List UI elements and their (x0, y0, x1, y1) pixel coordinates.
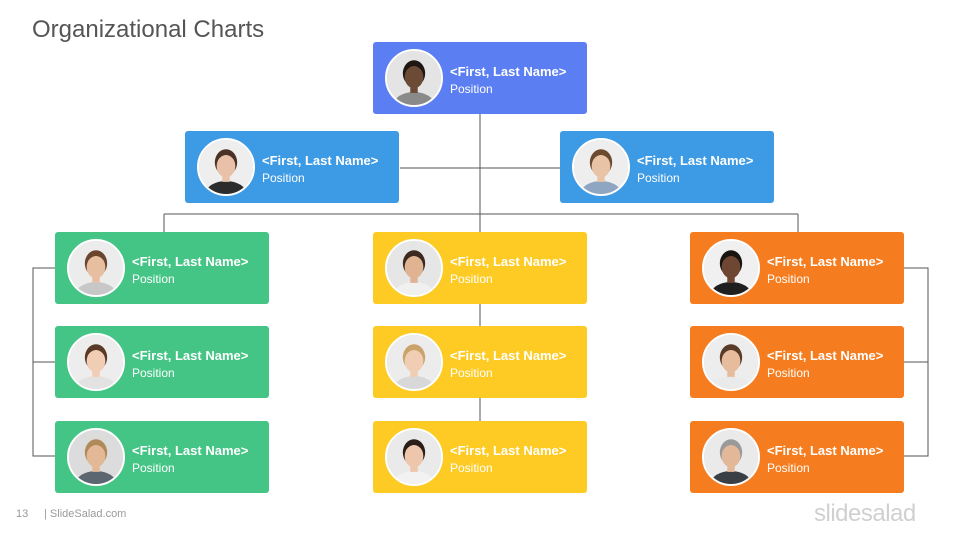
card-name: <First, Last Name> (450, 348, 567, 363)
card-position: Position (450, 272, 493, 286)
card-position: Position (767, 461, 810, 475)
person-icon (69, 241, 123, 295)
card-position: Position (637, 171, 680, 185)
org-card-yellow-1[interactable]: <First, Last Name> Position (373, 232, 587, 304)
card-name: <First, Last Name> (450, 64, 567, 79)
page-number: 13 (16, 508, 29, 520)
card-name: <First, Last Name> (637, 153, 754, 168)
person-icon (704, 430, 758, 484)
avatar-photo (67, 239, 125, 297)
person-icon (69, 335, 123, 389)
card-position: Position (132, 366, 175, 380)
card-position: Position (767, 272, 810, 286)
org-card-yellow-2[interactable]: <First, Last Name> Position (373, 326, 587, 398)
org-card-green-2[interactable]: <First, Last Name> Position (55, 326, 269, 398)
avatar-photo (385, 49, 443, 107)
person-icon (387, 430, 441, 484)
org-card-green-3[interactable]: <First, Last Name> Position (55, 421, 269, 493)
person-icon (704, 335, 758, 389)
person-icon (387, 241, 441, 295)
footer-site-label: | SlideSalad.com (44, 508, 127, 520)
card-position: Position (132, 272, 175, 286)
org-card-l2-right[interactable]: <First, Last Name> Position (560, 131, 774, 203)
card-position: Position (767, 366, 810, 380)
card-name: <First, Last Name> (450, 254, 567, 269)
avatar-photo (572, 138, 630, 196)
avatar-photo (67, 428, 125, 486)
person-icon (574, 140, 628, 194)
card-name: <First, Last Name> (767, 348, 884, 363)
slidesalad-logo: slidesalad (814, 500, 916, 527)
avatar-photo (385, 239, 443, 297)
card-position: Position (450, 461, 493, 475)
avatar-photo (702, 239, 760, 297)
avatar-photo (702, 333, 760, 391)
avatar-photo (702, 428, 760, 486)
org-card-l2-left[interactable]: <First, Last Name> Position (185, 131, 399, 203)
card-name: <First, Last Name> (132, 443, 249, 458)
card-position: Position (262, 171, 305, 185)
avatar-photo (67, 333, 125, 391)
person-icon (704, 241, 758, 295)
card-name: <First, Last Name> (132, 348, 249, 363)
slide-title: Organizational Charts (32, 16, 265, 43)
avatar-photo (385, 333, 443, 391)
card-position: Position (450, 366, 493, 380)
card-name: <First, Last Name> (767, 254, 884, 269)
avatar-photo (385, 428, 443, 486)
person-icon (199, 140, 253, 194)
person-icon (387, 51, 441, 105)
card-position: Position (450, 82, 493, 96)
card-name: <First, Last Name> (767, 443, 884, 458)
avatar-photo (197, 138, 255, 196)
org-card-orange-3[interactable]: <First, Last Name> Position (690, 421, 904, 493)
org-card-orange-2[interactable]: <First, Last Name> Position (690, 326, 904, 398)
org-card-green-1[interactable]: <First, Last Name> Position (55, 232, 269, 304)
card-name: <First, Last Name> (132, 254, 249, 269)
connector-orange-bracket (903, 267, 929, 457)
org-card-ceo[interactable]: <First, Last Name> Position (373, 42, 587, 114)
org-card-yellow-3[interactable]: <First, Last Name> Position (373, 421, 587, 493)
card-position: Position (132, 461, 175, 475)
card-name: <First, Last Name> (450, 443, 567, 458)
person-icon (387, 335, 441, 389)
connector-green-bracket (32, 267, 56, 457)
person-icon (69, 430, 123, 484)
org-card-orange-1[interactable]: <First, Last Name> Position (690, 232, 904, 304)
card-name: <First, Last Name> (262, 153, 379, 168)
